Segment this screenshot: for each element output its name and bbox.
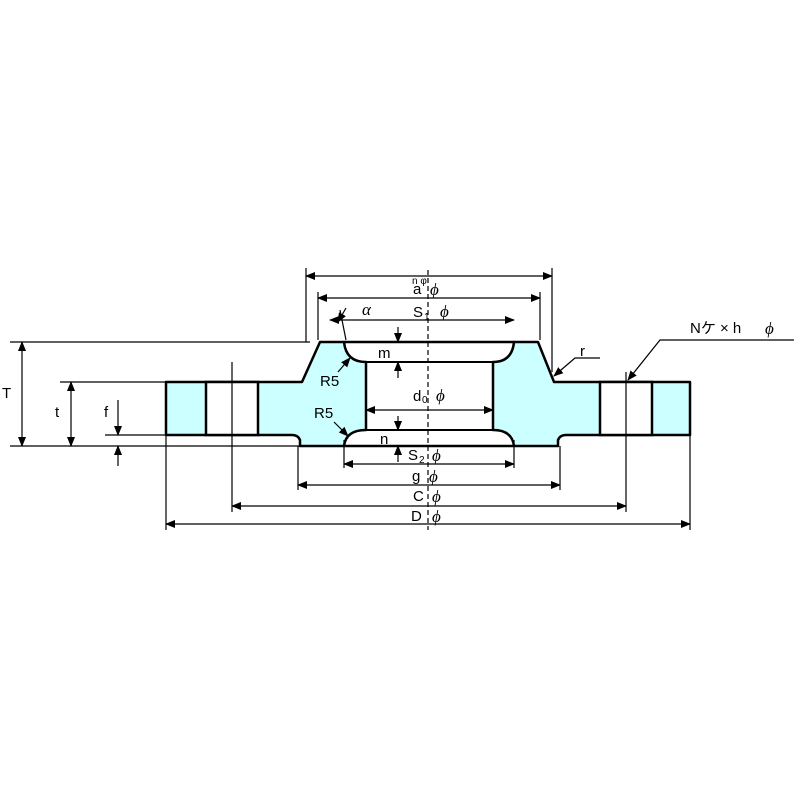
label-n-holes-phi: ϕ	[765, 319, 774, 338]
leader-r5-top	[337, 357, 351, 373]
label-d0-sub: 0	[422, 395, 428, 406]
label-n: n	[380, 431, 388, 448]
label-s2: S	[408, 447, 418, 464]
dimension-labels: n φ a ϕ S 1 ϕ α m r Nケ × h ϕ T t f R5 R5…	[2, 276, 774, 526]
label-n-holes: Nケ × h	[690, 320, 741, 337]
label-d0: d	[413, 388, 421, 405]
label-s1-phi: ϕ	[440, 302, 449, 321]
label-T: T	[2, 385, 11, 402]
label-s2-phi: ϕ	[432, 446, 441, 465]
leader-alpha	[337, 307, 347, 323]
label-c-phi: ϕ	[432, 487, 441, 506]
label-g: g	[412, 468, 420, 485]
label-s1-sub: 1	[424, 312, 430, 323]
label-s1: S	[413, 304, 423, 321]
label-d: D	[411, 508, 422, 525]
leader-holes	[627, 339, 794, 381]
label-t: t	[55, 404, 60, 421]
flange-section-left	[164, 340, 368, 448]
label-d-phi: ϕ	[432, 507, 441, 526]
label-m: m	[378, 345, 391, 362]
label-a-phi: ϕ	[430, 280, 439, 299]
label-d0-phi: ϕ	[436, 386, 445, 405]
alpha-ref-line	[339, 309, 347, 341]
label-r: r	[580, 343, 585, 360]
label-a: a	[413, 281, 422, 298]
leader-r5-bottom	[333, 421, 349, 437]
label-r5-bottom: R5	[314, 405, 333, 422]
label-f: f	[104, 404, 109, 421]
label-s2-sub: 2	[419, 455, 425, 466]
label-c: C	[413, 488, 424, 505]
leader-r	[553, 357, 600, 377]
label-r5-top: R5	[320, 373, 339, 390]
label-g-phi: ϕ	[429, 467, 438, 486]
label-n-phi: n φ	[412, 276, 427, 287]
label-alpha: α	[362, 300, 372, 319]
